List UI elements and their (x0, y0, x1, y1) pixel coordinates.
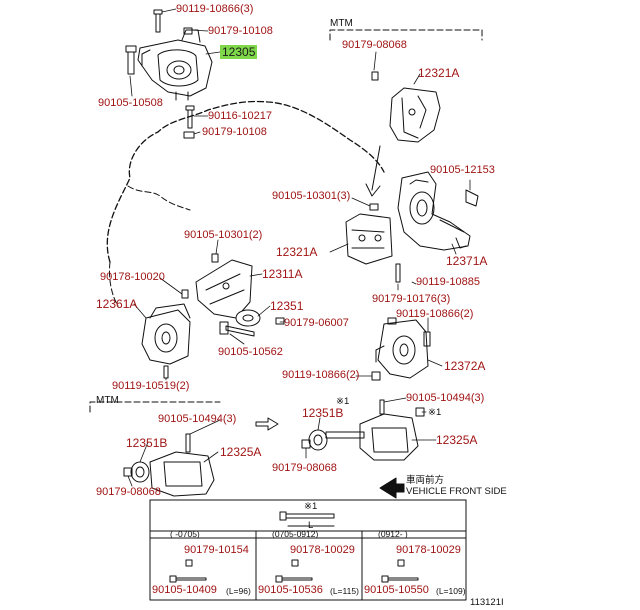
table-col-header: (0705-0912) (272, 529, 319, 539)
table-col-header: (0912- ) (378, 529, 408, 539)
label-90178-10020: 90178-10020 (100, 271, 165, 283)
label-90119-10866-2-b: 90119-10866(2) (282, 369, 360, 381)
table-length-symbol: L (308, 520, 314, 531)
mount-12371a-drawing (397, 171, 479, 251)
leader-lines (127, 8, 471, 487)
label-90105-10508: 90105-10508 (98, 97, 163, 109)
table-nut-label: 90179-10154 (184, 544, 249, 556)
label-90105-10301-3: 90105-10301(3) (272, 190, 351, 202)
table-length-label: (L=115) (330, 586, 359, 596)
mount-12305-drawing (125, 9, 213, 101)
table-bolt-label: 90105-10550 (364, 584, 429, 596)
label-note-1-b: ※1 (428, 407, 442, 418)
label-90179-10108-b: 90179-10108 (202, 126, 267, 138)
bracket-12321a-mid-drawing (345, 203, 401, 283)
table-note: ※1 (304, 501, 318, 512)
label-note-1-a: ※1 (336, 396, 350, 407)
label-90119-10866-2-a: 90119-10866(2) (396, 308, 474, 320)
arrow-right-icon (255, 417, 279, 431)
table-nut-label: 90178-10029 (290, 544, 355, 556)
label-90179-08068-left: 90179-08068 (96, 486, 161, 498)
label-90179-10176-3: 90179-10176(3) (372, 293, 451, 305)
label-90179-10108: 90179-10108 (208, 25, 273, 37)
label-90116-10217: 90116-10217 (208, 110, 273, 122)
label-90105-10562: 90105-10562 (218, 346, 283, 358)
label-12372a: 12372A (444, 359, 486, 373)
label-12351b-right: 12351B (302, 406, 344, 420)
label-90119-10866-3: 90119-10866(3) (176, 3, 254, 15)
table-col-header: ( -0705) (170, 529, 200, 539)
label-90105-10494-3-right: 90105-10494(3) (406, 392, 485, 404)
table-length-label: (L=109) (436, 586, 466, 596)
label-12325a-right: 12325A (436, 433, 478, 447)
mount-12351-drawing (219, 309, 285, 337)
label-12371a: 12371A (446, 254, 488, 268)
label-12325a-left: 12325A (220, 445, 262, 459)
mount-12361a-drawing (141, 289, 191, 379)
label-12321a-top: 12321A (418, 66, 460, 80)
engine-outline (106, 100, 385, 263)
front-jp-label: 車両前方 (406, 475, 445, 486)
assembly-12325a-right-drawing (301, 399, 425, 461)
label-12351: 12351 (270, 299, 304, 313)
spec-table-frame (149, 499, 467, 601)
bottom-mtm-dashed (89, 401, 221, 413)
bracket-12321a-top-drawing (371, 71, 441, 143)
label-90179-06007: 90179-06007 (284, 317, 349, 329)
table-length-label: (L=96) (226, 586, 251, 596)
label-90119-10885: 90119-10885 (416, 276, 481, 288)
label-12351b-left: 12351B (126, 436, 168, 450)
front-en-label: VEHICLE FRONT SIDE (406, 486, 507, 497)
label-90119-10519-2: 90119-10519(2) (112, 380, 190, 392)
label-90179-08068-right: 90179-08068 (272, 462, 337, 474)
bracket-12311a-drawing (195, 253, 253, 319)
label-90105-12153: 90105-12153 (430, 164, 495, 176)
label-90105-10494-3-left: 90105-10494(3) (158, 413, 237, 425)
table-bolt-label: 90105-10536 (258, 584, 323, 596)
table-nut-label: 90178-10029 (396, 544, 461, 556)
label-12305: 12305 (220, 45, 258, 59)
label-mtm-top: MTM (330, 18, 353, 29)
mount-12372a-drawing (371, 317, 431, 381)
front-arrow-icon (379, 477, 405, 499)
label-12361a: 12361A (96, 297, 138, 311)
label-90179-08068: 90179-08068 (342, 39, 407, 51)
table-bolt-label: 90105-10409 (152, 584, 217, 596)
label-12321a-mid: 12321A (276, 245, 318, 259)
diagram-id: 113121I (470, 597, 504, 608)
label-mtm-bottom: MTM (96, 395, 119, 406)
mtm-dashed-bracket (329, 29, 483, 41)
label-12311a: 12311A (262, 267, 303, 281)
label-90105-10301-2: 90105-10301(2) (184, 229, 263, 241)
